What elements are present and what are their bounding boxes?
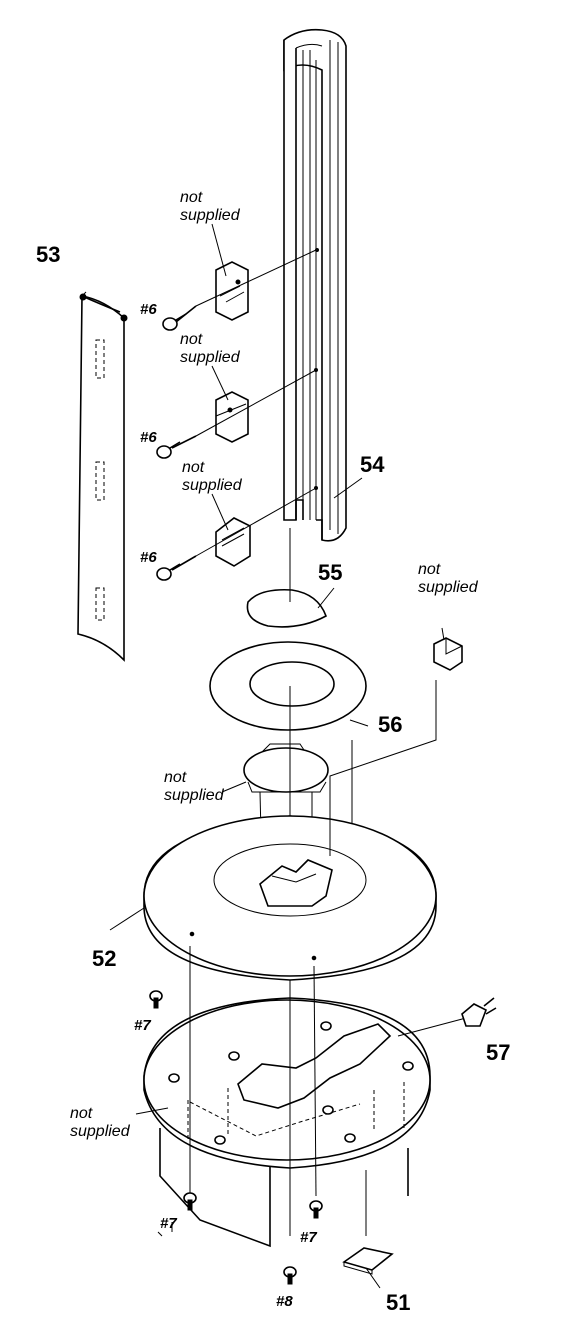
note-supplied-4: supplied	[418, 579, 479, 596]
label-screw-7-right: #7	[300, 1229, 317, 1246]
label-screw-6-lower: #6	[140, 549, 157, 566]
label-53: 53	[36, 242, 60, 267]
foot-pad-part-51	[342, 1247, 394, 1275]
note-not-3: not	[182, 459, 205, 476]
bracket-lower	[171, 487, 317, 571]
screw-6-upper	[162, 313, 187, 331]
note-not-2: not	[180, 331, 203, 348]
ring-part-56	[209, 641, 369, 731]
plug-not-supplied	[433, 637, 463, 671]
screw-6-middle	[156, 441, 181, 459]
label-screw-8: #8	[276, 1293, 293, 1310]
power-cord-part-57	[397, 997, 497, 1037]
label-55: 55	[318, 560, 342, 585]
bottom-base-not-supplied	[143, 946, 431, 1248]
label-screw-7-upper: #7	[134, 1017, 151, 1034]
note-supplied-2: supplied	[180, 349, 241, 366]
pad-part-55	[246, 528, 327, 628]
note-supplied-1: supplied	[180, 207, 241, 224]
screw-7-left	[183, 1192, 197, 1211]
label-52: 52	[92, 946, 116, 971]
label-57: 57	[486, 1040, 510, 1065]
note-not-4: not	[418, 561, 441, 578]
screw-7-upper	[149, 990, 163, 1009]
label-screw-6-middle: #6	[140, 429, 157, 446]
column-part-54	[283, 28, 347, 542]
label-screw-6-upper: #6	[140, 301, 157, 318]
label-51: 51	[386, 1290, 410, 1315]
cover-panel-part-53	[77, 293, 128, 662]
note-supplied-6: supplied	[70, 1123, 131, 1140]
note-supplied-5: supplied	[164, 787, 225, 804]
screw-7-right	[309, 1200, 323, 1219]
bracket-middle	[171, 369, 317, 449]
label-56: 56	[378, 712, 402, 737]
screw-6-lower	[156, 563, 181, 581]
base-disc-part-52	[109, 815, 437, 981]
label-screw-7-left: #7	[160, 1215, 177, 1232]
screw-8	[283, 1266, 297, 1285]
label-54: 54	[360, 452, 385, 477]
note-not-1: not	[180, 189, 203, 206]
note-supplied-3: supplied	[182, 477, 243, 494]
note-not-5: not	[164, 769, 187, 786]
note-not-6: not	[70, 1105, 93, 1122]
